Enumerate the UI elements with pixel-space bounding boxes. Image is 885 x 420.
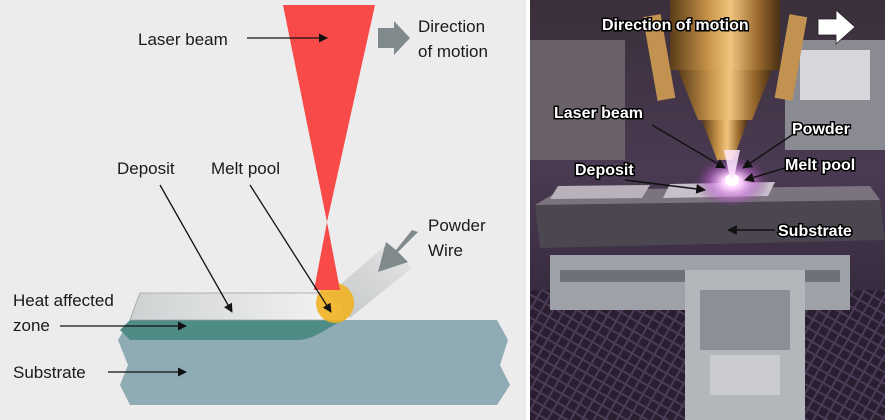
right-arrow-icon — [817, 9, 856, 45]
powder-feed-tube-right — [774, 14, 808, 101]
melt-pool-leader — [249, 184, 332, 313]
photo-powder-leader — [742, 134, 793, 169]
powder-label-line2: Wire — [428, 241, 463, 260]
background-box-left — [530, 40, 625, 160]
photo-substrate-label: Substrate — [778, 223, 852, 240]
direction-label-line2: of motion — [418, 42, 488, 61]
heat-affected-zone — [120, 320, 345, 340]
melt-pool-core — [725, 174, 739, 186]
background-box-right-top — [800, 50, 870, 100]
direction-arrow-icon — [378, 21, 410, 55]
linear-stage-carriage-detail — [710, 355, 780, 395]
photo-panel: Direction of motion Laser beam Powder De… — [530, 0, 885, 420]
deposit-layer — [129, 292, 346, 321]
powder-feed-tube-left — [642, 14, 676, 101]
photo-direction-label: Direction of motion — [602, 17, 749, 34]
photo-meltpool-leader — [744, 167, 786, 183]
laser-beam-upper — [283, 5, 375, 222]
direction-label-line1: Direction — [418, 17, 485, 36]
laser-beam-glow — [724, 150, 740, 178]
schematic-panel: Laser beam Direction of motion Deposit M… — [0, 0, 526, 420]
powder-label-line1: Powder — [428, 216, 486, 235]
laser-beam-lower — [314, 222, 340, 290]
photo-deposit-leader — [624, 179, 706, 194]
photo-laser-label: Laser beam — [554, 105, 643, 122]
schematic-svg: Laser beam Direction of motion Deposit M… — [13, 5, 510, 405]
laser-beam-label: Laser beam — [138, 30, 228, 49]
deposit-track-left — [550, 185, 650, 199]
photo-meltpool-label: Melt pool — [785, 157, 855, 174]
nozzle-upper-body — [670, 0, 780, 70]
linear-stage-carriage-top — [700, 290, 790, 350]
powder-arrow-icon — [378, 230, 418, 272]
deposit-label: Deposit — [117, 159, 175, 178]
substrate-label: Substrate — [13, 363, 86, 382]
heat-zone-label-line1: Heat affected — [13, 291, 114, 310]
melt-pool-label: Melt pool — [211, 159, 280, 178]
photo-powder-label: Powder — [792, 121, 850, 138]
melt-pool-shape — [316, 283, 354, 323]
substrate-plate — [535, 200, 885, 248]
substrate-block — [118, 320, 510, 405]
photo-deposit-label: Deposit — [575, 162, 634, 179]
nozzle-taper — [678, 70, 772, 120]
photo-svg: Direction of motion Laser beam Powder De… — [530, 0, 885, 420]
deposit-leader — [159, 184, 233, 313]
photo-laser-leader — [651, 124, 726, 169]
heat-zone-label-line2: zone — [13, 316, 50, 335]
